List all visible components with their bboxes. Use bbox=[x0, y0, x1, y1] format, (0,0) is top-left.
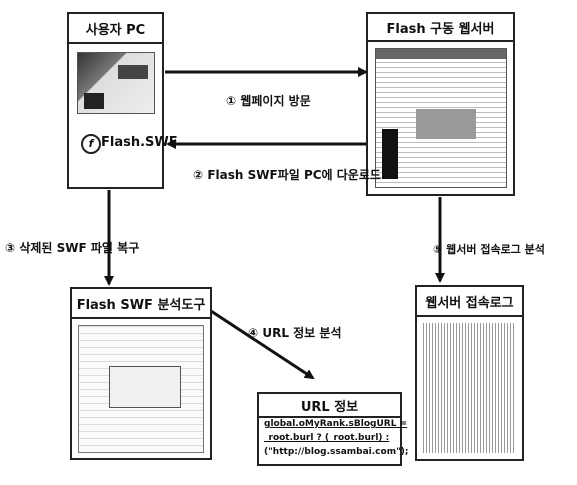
url-code-line-2: _root.burl ? (_root.burl) : bbox=[264, 433, 390, 443]
analysis-tool-title: Flash SWF 분석도구 bbox=[72, 289, 210, 319]
analysis-tool-box: Flash SWF 분석도구 bbox=[70, 287, 212, 460]
flash-swf-label: Flash.SWF bbox=[101, 135, 178, 150]
url-info-title: URL 정보 bbox=[259, 394, 400, 418]
url-code-line-3: ("http://blog.ssambai.com"); bbox=[264, 447, 409, 457]
user-pc-screenshot bbox=[77, 52, 155, 114]
step-2-label: ② Flash SWF파일 PC에 다운로드 bbox=[193, 168, 381, 182]
access-log-box: 웹서버 접속로그 bbox=[415, 285, 524, 461]
step-1-label: ① 웹페이지 방문 bbox=[226, 94, 311, 108]
analysis-tool-screenshot bbox=[78, 325, 204, 453]
step-4-label: ④ URL 정보 분석 bbox=[248, 326, 342, 340]
url-code-line-1: global.oMyRank.sBlogURL = bbox=[264, 419, 408, 429]
arrow-url bbox=[210, 309, 315, 380]
url-info-box: URL 정보 global.oMyRank.sBlogURL = _root.b… bbox=[257, 392, 408, 466]
access-log-screenshot bbox=[423, 323, 516, 453]
web-server-screenshot bbox=[375, 48, 507, 188]
flash-logo-icon: f bbox=[81, 134, 101, 154]
access-log-title: 웹서버 접속로그 bbox=[417, 287, 522, 317]
user-pc-title: 사용자 PC bbox=[69, 14, 162, 44]
step-5-label: ⑤ 웹서버 접속로그 분석 bbox=[433, 243, 545, 256]
user-pc-box: 사용자 PC f Flash.SWF bbox=[67, 12, 178, 189]
step-3-label: ③ 삭제된 SWF 파일 복구 bbox=[5, 241, 140, 255]
web-server-title: Flash 구동 웹서버 bbox=[368, 14, 513, 42]
web-server-box: Flash 구동 웹서버 bbox=[366, 12, 515, 196]
